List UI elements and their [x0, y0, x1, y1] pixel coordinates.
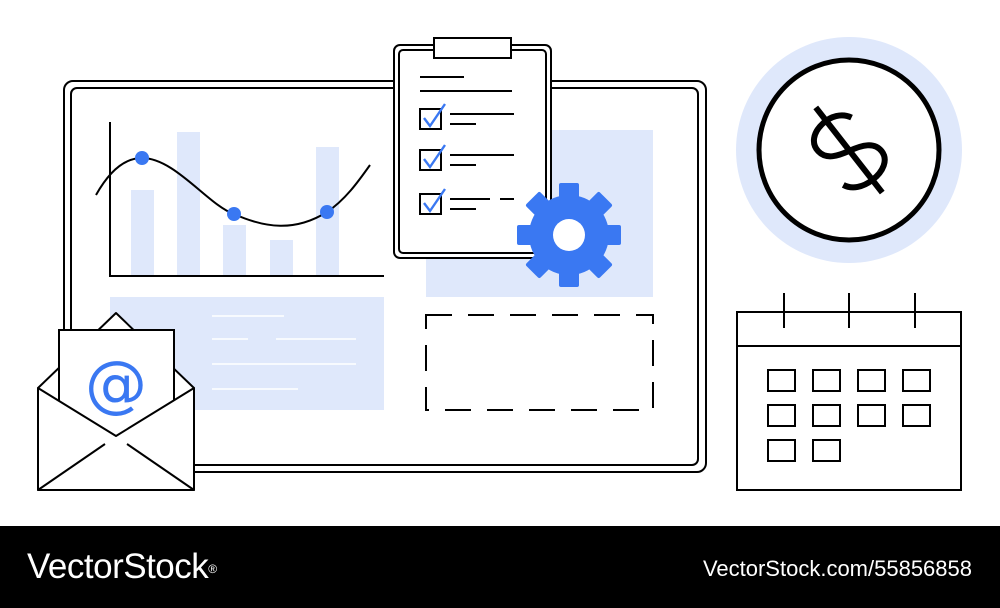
checkmark-icon: [423, 188, 446, 214]
calendar-day: [857, 369, 886, 392]
trend-point: [227, 207, 241, 221]
stock-id: VectorStock.com/55856858: [702, 556, 972, 581]
brand-name: VectorStock: [27, 547, 209, 586]
checklist-item: [419, 144, 514, 171]
checkmark-icon: [423, 144, 446, 170]
trend-point: [135, 151, 149, 165]
calendar-day: [902, 404, 931, 427]
gear-icon: [517, 183, 621, 287]
envelope-icon: @: [37, 312, 195, 491]
calendar-day: [767, 404, 796, 427]
registered-mark: ®: [208, 562, 217, 576]
calendar-day: [902, 369, 931, 392]
calendar-day: [857, 404, 886, 427]
clipboard-clip: [433, 37, 512, 59]
at-sign-icon: @: [85, 347, 147, 420]
calendar-day: [767, 439, 796, 462]
trend-point: [320, 205, 334, 219]
calendar-icon: [736, 293, 962, 491]
checklist-clipboard: [393, 37, 552, 259]
dashed-placeholder: [425, 314, 654, 411]
calendar-day: [812, 369, 841, 392]
dollar-coin-icon: [736, 37, 962, 263]
checklist-item: [419, 188, 514, 215]
checklist-item: [419, 103, 514, 130]
line-chart: [95, 122, 384, 277]
calendar-day: [767, 369, 796, 392]
calendar-day: [812, 439, 841, 462]
vectorstock-logo: VectorStock®: [27, 544, 217, 590]
business-dashboard-illustration: @: [37, 37, 962, 491]
watermark-footer: VectorStock® VectorStock.com/55856858: [0, 526, 1000, 608]
calendar-day: [812, 404, 841, 427]
text-panel-lines: [212, 315, 356, 390]
envelope-front: [37, 387, 195, 491]
checkmark-icon: [423, 103, 446, 129]
